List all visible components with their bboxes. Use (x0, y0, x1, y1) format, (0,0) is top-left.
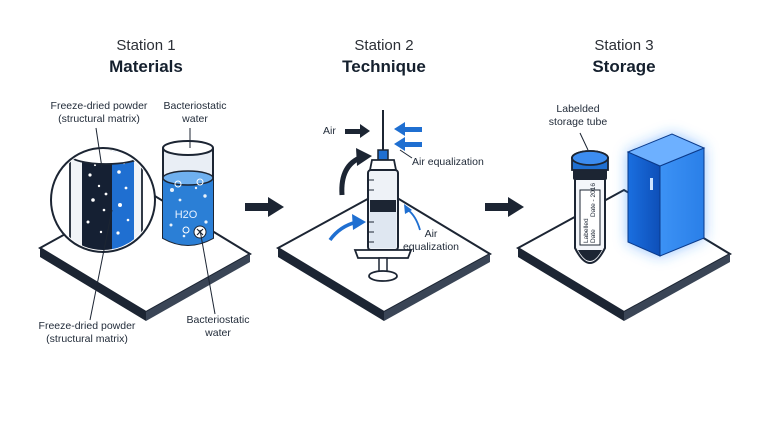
water-label-bottom-line-2: water (205, 327, 231, 339)
air-flow-arrows (328, 122, 422, 242)
station-1-leaders (89, 127, 216, 321)
powder-label-bottom: Freeze-dried powder (structural matrix) (28, 320, 146, 346)
tube-label-line-2: Date (590, 229, 597, 243)
air-equalization-label-top: Air equalization (412, 156, 484, 168)
station-1-header: Station 1 Materials (46, 36, 246, 78)
powder-label-top: Freeze-dried powder (structural matrix) (40, 100, 158, 126)
tube-callout-line-1: Labelded (556, 103, 600, 115)
water-label-top-line-2: water (182, 113, 208, 125)
air-label: Air (323, 125, 336, 137)
water-label-top-line-1: Bacteriostatic (163, 100, 227, 112)
station-3-title: Storage (592, 57, 656, 76)
powder-label-bottom-line-1: Freeze-dried powder (38, 320, 136, 332)
water-label-top: Bacteriostatic water (160, 100, 230, 126)
station-1-title: Materials (109, 57, 183, 76)
station-1-number: Station 1 (116, 37, 176, 54)
tube-callout-line-2: storage tube (548, 116, 608, 128)
station-3-platform (515, 188, 733, 321)
water-beaker: H2O (162, 140, 214, 246)
powder-label-top-line-1: Freeze-dried powder (50, 100, 148, 112)
air-equalization-bottom-line-1: Air (424, 228, 438, 240)
air-equalization-label-bottom: Air equalization (398, 228, 464, 254)
tube-callout-label: Labelded storage tube (540, 103, 616, 129)
water-label-bottom: Bacteriostatic water (182, 314, 254, 340)
powder-magnifier (50, 147, 156, 253)
station-3-number: Station 3 (594, 37, 654, 54)
station-2-header: Station 2 Technique (284, 36, 484, 78)
syringe (353, 110, 413, 282)
tube-label-line-1: Labelled (583, 218, 590, 243)
powder-label-top-line-2: (structural matrix) (58, 113, 140, 125)
station-3-header: Station 3 Storage (524, 36, 724, 78)
station-2-title: Technique (342, 57, 426, 76)
storage-tube: Labelled Date Date - 2016 (571, 132, 609, 264)
tube-label-text: Labelled Date Date - 2016 (583, 183, 597, 243)
beaker-formula: H2O (175, 209, 198, 221)
air-equalization-bottom-line-2: equalization (402, 241, 460, 253)
flow-arrow-1 (245, 197, 284, 217)
flow-arrow-2 (485, 197, 524, 217)
glowing-freezer (626, 133, 706, 257)
water-label-bottom-line-1: Bacteriostatic (186, 314, 250, 326)
station-2-number: Station 2 (354, 37, 414, 54)
tube-label-line-3: Date - 2016 (590, 183, 597, 217)
powder-label-bottom-line-2: (structural matrix) (46, 333, 128, 345)
